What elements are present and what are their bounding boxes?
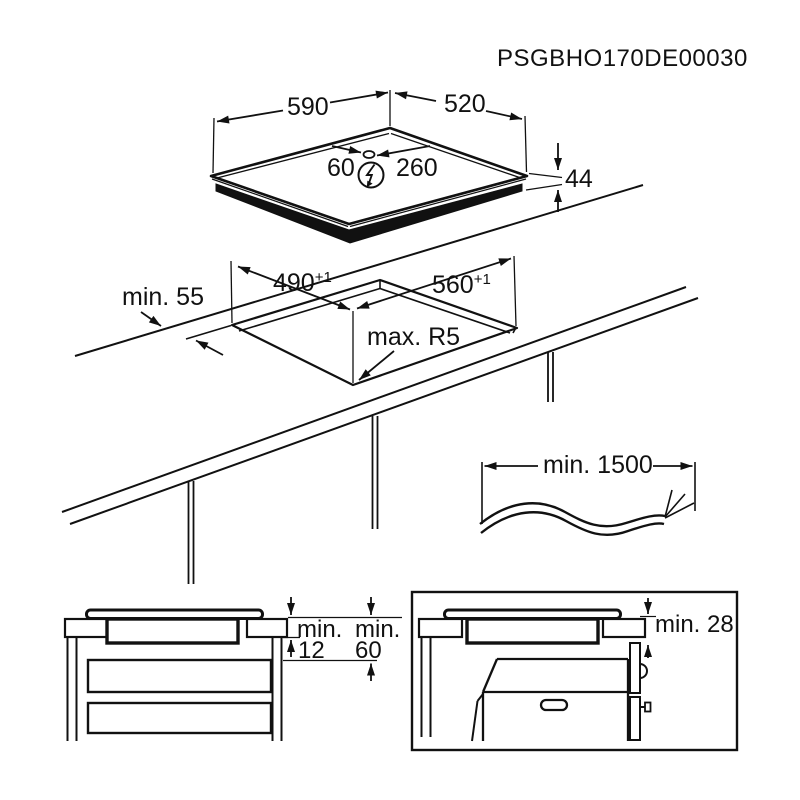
drawer-front-lower: [86, 701, 273, 735]
dim-min60-label: min.: [355, 616, 400, 643]
power-cable-view: min. 1500: [479, 451, 696, 537]
cabinet-oven-side-view: min. 28: [410, 590, 739, 752]
product-code-label: PSGBHO170DE00030: [497, 45, 748, 72]
hob-isometric-view: 60 260 590 520 44: [209, 90, 593, 244]
dim-60-label: 60: [327, 154, 355, 182]
dim-maxr5-label: max. R5: [367, 323, 460, 351]
hob-body-section: [465, 617, 600, 645]
dim-260-label: 260: [396, 154, 438, 182]
dim-490-label: 490+1: [273, 269, 332, 297]
cable-icon: [479, 489, 695, 537]
dim-560-label: 560+1: [432, 271, 491, 299]
dim-min60-value: 60: [355, 637, 382, 664]
worktop-cutout-view: min. 55 490+1 560+1 max. R5: [61, 184, 699, 584]
dim-520-label: 520: [444, 90, 486, 118]
hob-glass-section: [443, 608, 622, 620]
hob-body-section: [105, 617, 240, 645]
oven-handle: [539, 698, 569, 712]
dim-min28-label: min. 28: [655, 611, 734, 638]
dim-560-tolerance: +1: [474, 271, 491, 288]
dim-min1500-label: min. 1500: [543, 451, 653, 479]
drawer-front-upper: [86, 658, 273, 694]
dim-590-label: 590: [287, 93, 329, 121]
cabinet-drawer-side-view: min. 12 min. 60: [63, 597, 402, 741]
cable-outlet-oval: [362, 150, 376, 159]
dim-min55-label: min. 55: [122, 283, 204, 311]
power-symbol-icon: [357, 161, 385, 189]
dim-min12-value: 12: [298, 637, 325, 664]
dim-490-tolerance: +1: [315, 269, 332, 286]
dim-44-label: 44: [565, 165, 593, 193]
dim-min12-label: min.: [297, 616, 342, 643]
oven-outline: [471, 657, 630, 742]
hob-glass-section: [85, 608, 264, 620]
